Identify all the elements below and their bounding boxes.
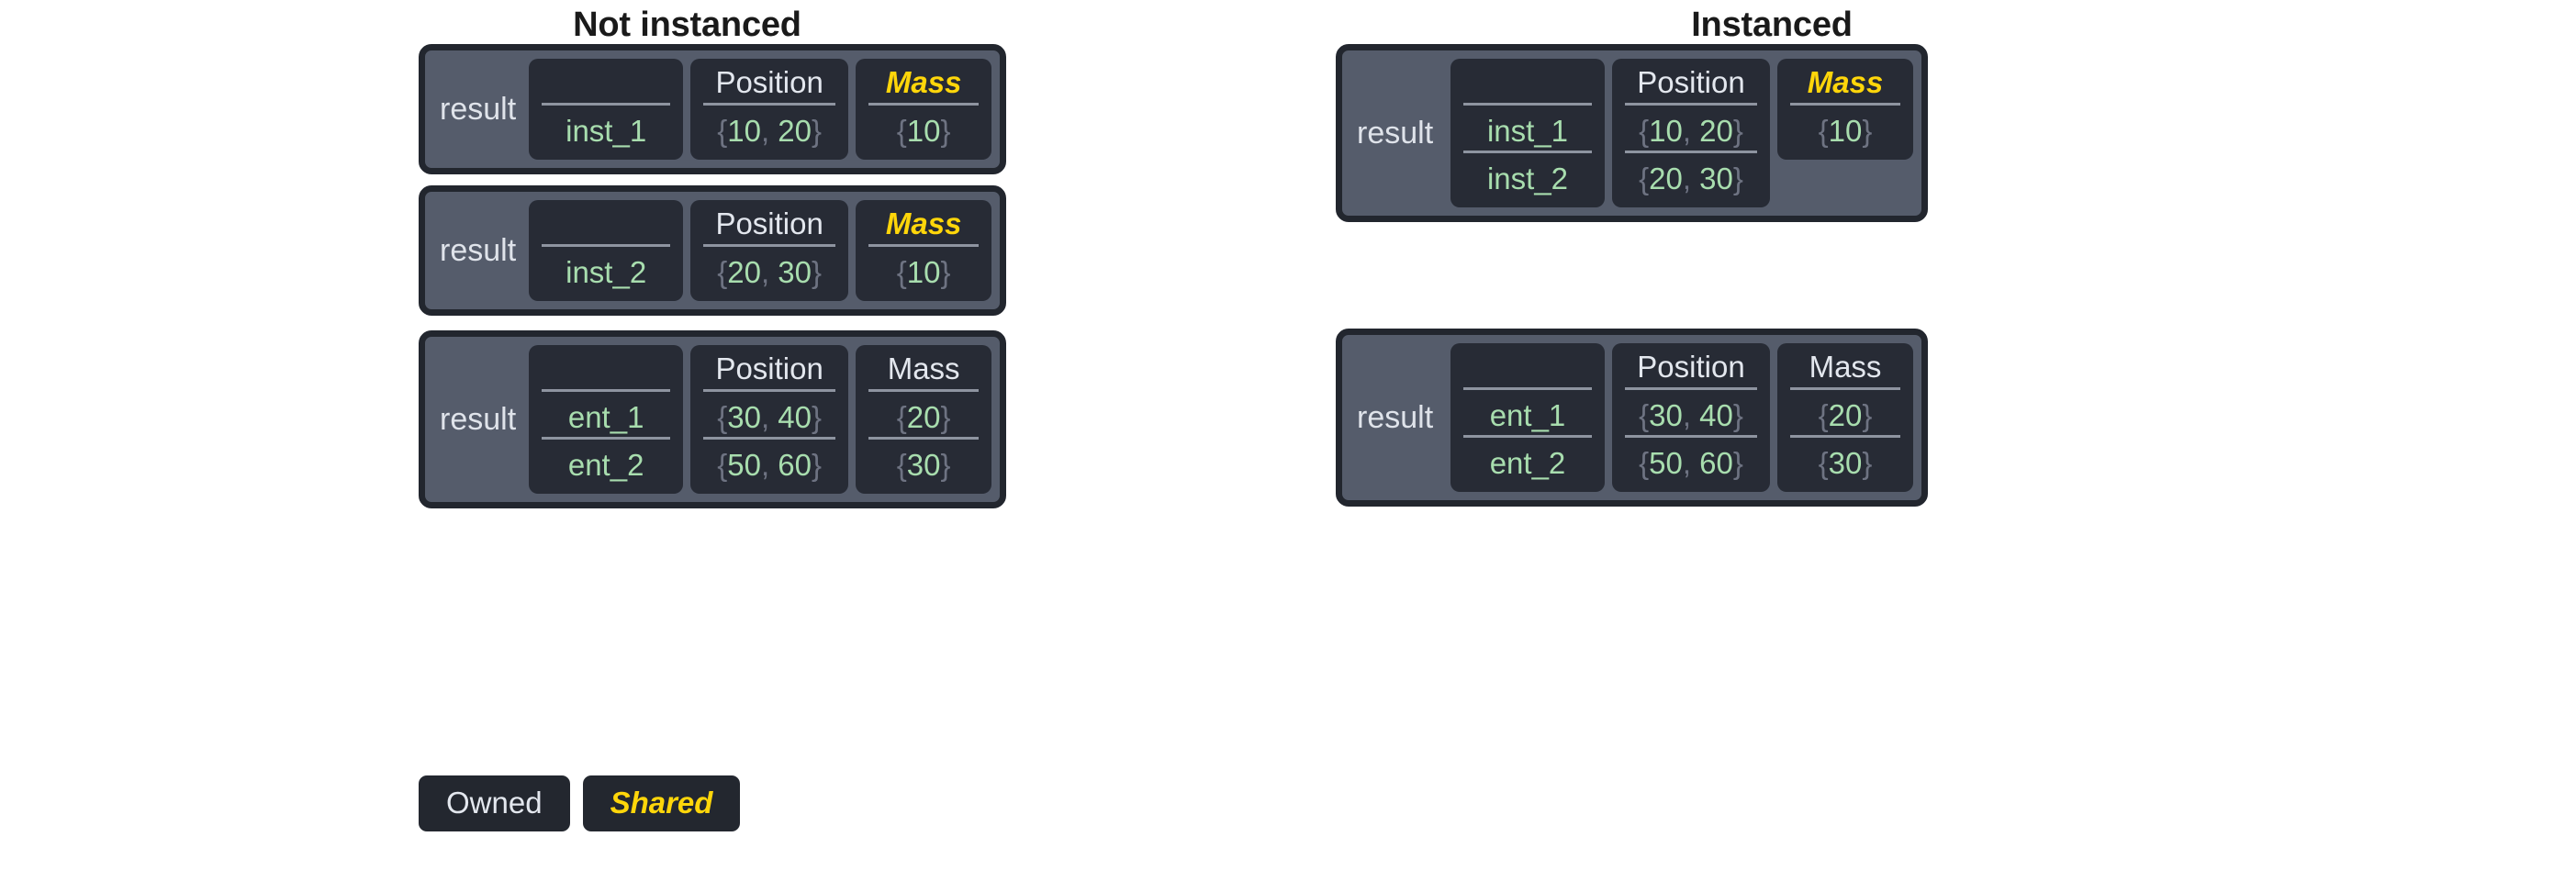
component-header: Position (715, 206, 823, 240)
component-columns: ent_1 ent_2 Position {30, 40} {50, 60} M… (529, 337, 1000, 502)
table-cell: {20} (868, 389, 980, 437)
component-column-entity: inst_2 (529, 200, 684, 301)
table-cell: ent_1 (1463, 387, 1592, 435)
legend: Owned Shared (419, 775, 741, 831)
component-column-mass: Mass {10} (856, 59, 992, 160)
table-cell: inst_2 (1463, 151, 1592, 198)
component-header: Position (715, 65, 823, 99)
table-cell: {30} (868, 437, 980, 485)
table-result-instanced: result inst_1 inst_2 Position {10, 20} {… (1336, 44, 1928, 222)
spacer (419, 316, 1291, 330)
table-cell: {20, 30} (703, 244, 836, 292)
table-cell: {50, 60} (703, 437, 836, 485)
table-result-inst1: result inst_1 Position {10, 20} Mass {10… (419, 44, 1007, 174)
table-cell: inst_2 (542, 244, 671, 292)
table-cell: ent_1 (542, 389, 671, 437)
component-header: Mass (1807, 65, 1884, 99)
column-instanced: Instanced result inst_1 inst_2 Position … (1336, 0, 2208, 507)
component-column-mass: Mass {20} {30} (856, 345, 992, 494)
column-title-not-instanced: Not instanced (573, 6, 801, 44)
component-header (542, 349, 670, 389)
table-label: result (440, 91, 517, 127)
component-column-entity: ent_1 ent_2 (1450, 343, 1605, 492)
component-column-mass: Mass {10} (856, 200, 992, 301)
legend-chip-shared[interactable]: Shared (582, 775, 741, 831)
component-column-position: Position {30, 40} {50, 60} (1612, 343, 1770, 492)
column-not-instanced: Not instanced result inst_1 Position {10… (419, 0, 1291, 508)
table-cell: {50, 60} (1625, 435, 1757, 483)
table-label: result (1357, 115, 1434, 151)
component-header: Mass (885, 65, 962, 99)
column-title-instanced: Instanced (1691, 6, 1853, 44)
spacer (419, 174, 1291, 185)
table-result-entities-instanced: result ent_1 ent_2 Position {30, 40} {50… (1336, 329, 1928, 507)
component-columns: inst_1 inst_2 Position {10, 20} {20, 30}… (1450, 50, 1921, 216)
component-header: Mass (885, 206, 962, 240)
component-columns: ent_1 ent_2 Position {30, 40} {50, 60} M… (1450, 335, 1921, 500)
table-cell: {10} (868, 244, 980, 292)
table-cell: ent_2 (1463, 435, 1592, 483)
table-cell: inst_1 (1463, 103, 1592, 151)
component-column-position: Position {10, 20} (690, 59, 849, 160)
legend-chip-owned[interactable]: Owned (419, 775, 570, 831)
component-header (1463, 347, 1592, 387)
component-header (542, 62, 670, 103)
component-column-mass-shared: Mass {10} (1777, 59, 1913, 160)
component-columns: inst_1 Position {10, 20} Mass {10} (529, 50, 1000, 168)
table-cell: {10, 20} (703, 103, 836, 151)
component-column-entity: inst_1 (529, 59, 684, 160)
table-cell: {10} (868, 103, 980, 151)
table-cell: inst_1 (542, 103, 671, 151)
component-column-position: Position {30, 40} {50, 60} (690, 345, 849, 494)
component-header (542, 204, 670, 244)
component-columns: inst_2 Position {20, 30} Mass {10} (529, 192, 1000, 309)
component-header (1463, 62, 1592, 103)
spacer (1336, 222, 2208, 329)
table-cell: ent_2 (542, 437, 671, 485)
table-cell: {20} (1790, 387, 1900, 435)
component-header: Position (1637, 65, 1745, 99)
table-cell: {10, 20} (1625, 103, 1757, 151)
table-result-entities: result ent_1 ent_2 Position {30, 40} {50… (419, 330, 1007, 508)
table-result-inst2: result inst_2 Position {20, 30} Mass {10… (419, 185, 1007, 316)
table-label: result (1357, 399, 1434, 435)
table-label: result (440, 232, 517, 268)
component-column-entity: inst_1 inst_2 (1450, 59, 1605, 207)
component-header: Position (1637, 350, 1745, 384)
component-header: Mass (1809, 350, 1882, 384)
component-column-mass: Mass {20} {30} (1777, 343, 1913, 492)
component-header: Position (715, 351, 823, 385)
component-column-entity: ent_1 ent_2 (529, 345, 684, 494)
table-cell: {30} (1790, 435, 1900, 483)
table-cell: {20, 30} (1625, 151, 1757, 198)
component-column-position: Position {10, 20} {20, 30} (1612, 59, 1770, 207)
component-header: Mass (887, 351, 960, 385)
table-cell: {10} (1790, 103, 1900, 151)
table-label: result (440, 401, 517, 437)
table-cell: {30, 40} (1625, 387, 1757, 435)
component-column-position: Position {20, 30} (690, 200, 849, 301)
table-cell: {30, 40} (703, 389, 836, 437)
